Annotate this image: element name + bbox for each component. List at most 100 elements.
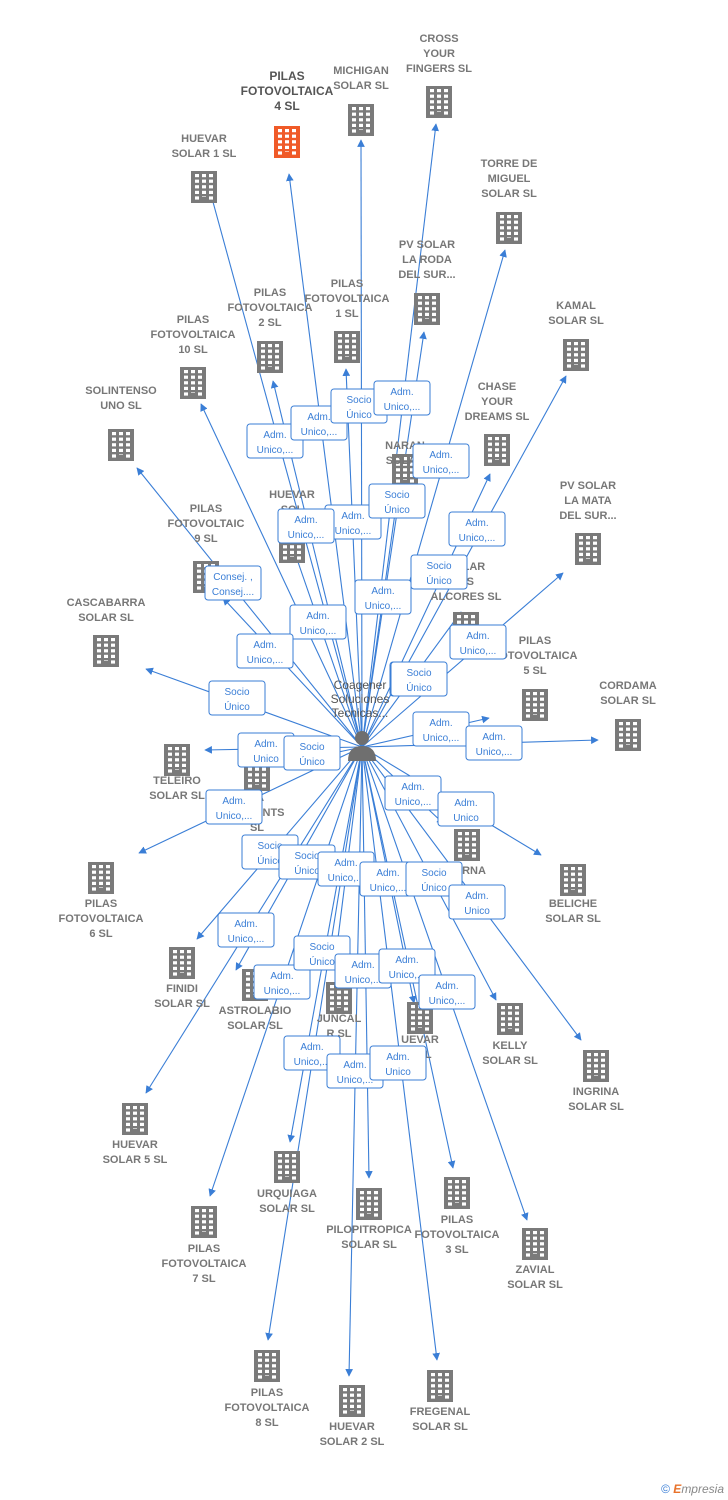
building-icon bbox=[427, 1370, 453, 1402]
edge-cross bbox=[361, 123, 440, 748]
relation-badge[interactable]: Adm.Unico bbox=[369, 1045, 427, 1081]
building-icon bbox=[522, 1228, 548, 1260]
badge-label: Adm.Unico,... bbox=[294, 1042, 331, 1068]
badge-label: Adm.Unico,... bbox=[395, 782, 432, 808]
relation-badge[interactable]: Adm.Unico,... bbox=[289, 604, 347, 640]
credit: © Empresia bbox=[661, 1482, 724, 1496]
badge-label: Adm.Unico bbox=[464, 891, 490, 917]
relation-badge[interactable]: Adm.Unico,... bbox=[418, 974, 476, 1010]
relation-badge[interactable]: Adm.Unico bbox=[437, 791, 495, 827]
building-icon bbox=[563, 339, 589, 371]
building-icon bbox=[414, 293, 440, 325]
badge-label: Adm.Unico,... bbox=[370, 868, 407, 894]
relation-badge[interactable]: Adm.Unico bbox=[448, 884, 506, 920]
badge-label: Adm.Unico,... bbox=[460, 631, 497, 657]
relation-badge[interactable]: Adm.Unico,... bbox=[205, 789, 263, 825]
relation-badge[interactable]: Adm.Unico,... bbox=[373, 380, 431, 416]
relation-badge[interactable]: Adm.Unico,... bbox=[412, 711, 470, 747]
badge-label: Adm.Unico,... bbox=[365, 586, 402, 612]
relation-badge[interactable]: Adm.Unico,... bbox=[277, 508, 335, 544]
relation-badge[interactable]: Adm.Unico,... bbox=[448, 511, 506, 547]
relation-badge[interactable]: Consej. ,Consej.... bbox=[204, 565, 262, 601]
relation-badge[interactable]: Adm.Unico,... bbox=[378, 948, 436, 984]
relation-badge[interactable]: Adm.Unico,... bbox=[324, 504, 382, 540]
relation-badge[interactable]: Adm.Unico,... bbox=[465, 725, 523, 761]
building-icon bbox=[169, 947, 195, 979]
relation-badge[interactable]: Adm.Unico,... bbox=[384, 775, 442, 811]
copyright-icon: © bbox=[661, 1482, 670, 1496]
relation-badge[interactable]: Adm.Unico,... bbox=[334, 953, 392, 989]
relation-badge[interactable]: Adm.Unico,... bbox=[236, 633, 294, 669]
relation-badge[interactable]: Adm.Unico,... bbox=[253, 964, 311, 1000]
badge-label: Adm.Unico bbox=[453, 798, 479, 824]
brand-logo[interactable]: Empresia bbox=[673, 1482, 724, 1496]
badge-label: Adm.Unico,... bbox=[264, 971, 301, 997]
badge-label: Adm.Unico,... bbox=[384, 387, 421, 413]
relation-badge[interactable]: Adm.Unico,... bbox=[359, 861, 417, 897]
badge-label: Adm.Unico,... bbox=[228, 919, 265, 945]
relation-badge[interactable]: Adm.Unico,... bbox=[246, 423, 304, 459]
building-icon bbox=[254, 1350, 280, 1382]
relation-badge[interactable]: Adm.Unico,... bbox=[354, 579, 412, 615]
relation-badge[interactable]: Adm.Unico bbox=[237, 732, 295, 768]
badge-label: Adm.Unico,... bbox=[337, 1060, 374, 1086]
building-icon bbox=[88, 862, 114, 894]
relation-badge[interactable]: Adm.Unico,... bbox=[449, 624, 507, 660]
edge-huevar_mid bbox=[287, 535, 363, 748]
building-icon bbox=[274, 1151, 300, 1183]
relation-badge[interactable]: Adm.Unico,... bbox=[412, 443, 470, 479]
badge-label: Adm.Unico,... bbox=[423, 450, 460, 476]
edge-michigan bbox=[357, 139, 365, 748]
relation-badge[interactable]: Adm.Unico,... bbox=[283, 1035, 341, 1071]
relation-badge[interactable]: Adm.Unico,... bbox=[217, 912, 275, 948]
badge-label: Adm.Unico,... bbox=[247, 640, 284, 666]
